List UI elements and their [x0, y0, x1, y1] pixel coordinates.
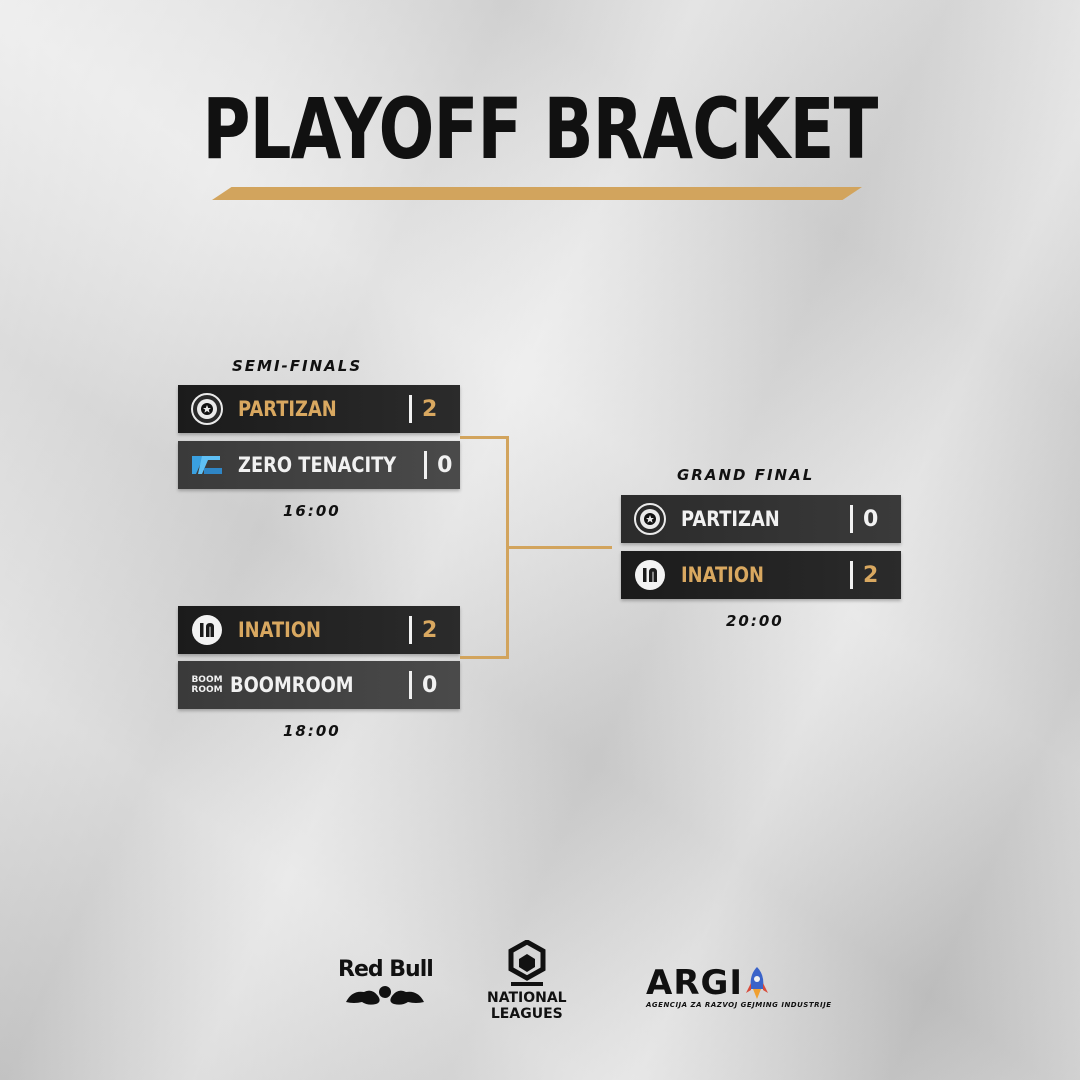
partizan-crest-icon [190, 392, 224, 426]
sponsor-strip: Red Bull NATIONAL LEAGUES ARGI AGENCIJA [0, 935, 1080, 1045]
ination-icon [190, 613, 224, 647]
score-divider [409, 616, 412, 644]
team-name: INATION [681, 563, 764, 587]
gf-team-2: INATION 2 [621, 551, 901, 599]
redbull-logo: Red Bull [338, 957, 434, 1010]
team-name: ZERO TENACITY [238, 453, 397, 477]
team-score: 2 [863, 562, 879, 588]
team-name: PARTIZAN [681, 507, 780, 531]
team-name: PARTIZAN [238, 397, 337, 421]
sf1-team-1: PARTIZAN 2 [178, 385, 460, 433]
partizan-crest-icon [633, 502, 667, 536]
national-leagues-icon [508, 940, 546, 986]
score-divider [424, 451, 428, 479]
score-divider [850, 561, 853, 589]
sf2-time: 18:00 [283, 722, 341, 740]
sf1-time: 16:00 [283, 502, 341, 520]
rocket-icon [746, 967, 769, 999]
bracket-connector [460, 656, 508, 659]
sf2-team-2: BOOM ROOM BOOMROOM 0 [178, 661, 460, 709]
team-score: 0 [437, 452, 453, 478]
page-title: PLAYOFF BRACKET [202, 80, 878, 178]
team-score: 2 [422, 617, 438, 643]
team-score: 0 [863, 506, 879, 532]
team-name: INATION [238, 618, 321, 642]
score-divider [409, 395, 412, 423]
boomroom-icon: BOOM ROOM [191, 675, 223, 695]
score-divider [850, 505, 853, 533]
ination-icon [633, 558, 667, 592]
score-divider [409, 671, 412, 699]
bulls-icon [346, 986, 425, 1005]
sf1-team-2: ZERO TENACITY 0 [178, 441, 460, 489]
semifinals-label: SEMI-FINALS [232, 357, 363, 375]
team-score: 0 [422, 672, 438, 698]
grand-final-label: GRAND FINAL [677, 466, 815, 484]
team-score: 2 [422, 396, 438, 422]
bracket-connector [506, 436, 509, 659]
bracket-connector [460, 436, 508, 439]
national-leagues-logo: NATIONAL LEAGUES [487, 940, 567, 1022]
gf-team-1: PARTIZAN 0 [621, 495, 901, 543]
argi-logo: ARGI AGENCIJA ZA RAZVOJ GEJMING INDUSTRI… [646, 963, 832, 1009]
bracket-connector [508, 546, 612, 549]
gf-time: 20:00 [726, 612, 784, 630]
title-underline [212, 187, 862, 200]
sf2-team-1: INATION 2 [178, 606, 460, 654]
team-name: BOOMROOM [230, 673, 354, 697]
zero-tenacity-icon [190, 448, 224, 482]
